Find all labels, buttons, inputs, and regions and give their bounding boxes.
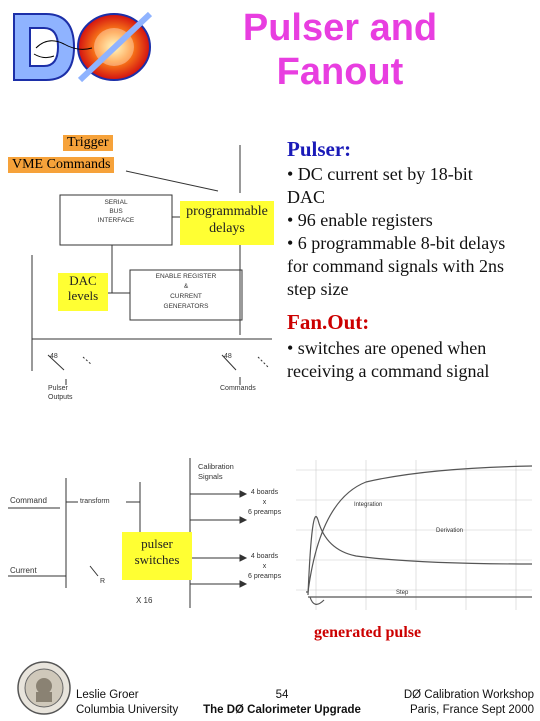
x16-label: X 16 xyxy=(136,596,153,605)
page-title: Pulser and Fanout xyxy=(200,6,480,94)
pulse-curves xyxy=(296,460,532,610)
fanout-bullet-list: • switches are opened when receiving a c… xyxy=(287,337,537,383)
page-number: 54 xyxy=(275,689,289,701)
pulser-heading: Pulser: xyxy=(287,137,352,161)
derivative-label: Derivation xyxy=(436,528,464,534)
pulser-bullet-line: • 6 programmable 8-bit delays xyxy=(287,233,506,253)
seal-icon xyxy=(17,661,71,715)
boards-bottom-label: 4 boards x 6 preamps xyxy=(248,553,282,580)
transform-label: transform xyxy=(80,498,110,505)
vme-commands-label: VME Commands xyxy=(8,157,115,173)
title-line-1: Pulser and xyxy=(242,7,438,49)
pulser-diagram-lines xyxy=(31,145,272,385)
event-place: Paris, France Sept 2000 xyxy=(409,704,534,716)
fanout-heading: Fan.Out: xyxy=(287,310,370,334)
pulser-bullet-line: DAC xyxy=(287,187,326,207)
dac-levels-box: DAC levels xyxy=(58,273,108,311)
graph-caption: generated pulse xyxy=(314,624,422,641)
calibration-signals-label: Calibration Signals xyxy=(198,462,234,481)
talk-title: The DØ Calorimeter Upgrade xyxy=(203,704,361,716)
pulser-switches-box: pulser switches xyxy=(122,532,192,580)
d0-logo xyxy=(8,8,158,86)
author-name: Leslie Groer xyxy=(76,689,139,701)
command-label: Command xyxy=(10,496,47,505)
author-institution: Columbia University xyxy=(76,704,179,716)
serial-bus-interface-box: SERIAL BUS INTERFACE xyxy=(97,199,135,224)
count-48-left: 48 xyxy=(50,353,58,360)
title-line-2: Fanout xyxy=(276,51,404,93)
enable-register-box: ENABLE REGISTER & CURRENT GENERATORS xyxy=(155,273,217,310)
university-seal xyxy=(16,660,72,716)
fanout-block-diagram: Calibration Signals Command transform 4 … xyxy=(8,458,290,610)
d0-logo-icon xyxy=(13,11,153,83)
boards-top-label: 4 boards x 6 preamps xyxy=(248,489,282,516)
current-label: Current xyxy=(10,566,37,575)
footer-center: 54 The DØ Calorimeter Upgrade xyxy=(200,688,364,718)
event-name: DØ Calibration Workshop xyxy=(403,689,534,701)
resistor-label: R xyxy=(100,578,106,585)
commands-label: Commands xyxy=(220,385,256,392)
count-48-right: 48 xyxy=(224,353,232,360)
pulser-bullet-line: for command signals with 2ns xyxy=(287,256,504,276)
pulser-bullet-line: • DC current set by 18-bit xyxy=(287,164,473,184)
pulse-graph: Integration Derivation Step xyxy=(296,460,532,610)
step-label: Step xyxy=(396,590,409,596)
pulser-bullet-line: step size xyxy=(287,279,349,299)
footer-event: DØ Calibration Workshop Paris, France Se… xyxy=(370,688,534,718)
fanout-bullet-line: receiving a command signal xyxy=(287,361,490,381)
programmable-delays-box: programmable delays xyxy=(180,201,274,245)
pulser-bullet-list: • DC current set by 18-bit DAC • 96 enab… xyxy=(287,163,537,301)
pulser-outputs-label: Pulser Outputs xyxy=(48,385,73,401)
footer-author: Leslie Groer Columbia University xyxy=(76,688,178,718)
pulser-bullet-line: • 96 enable registers xyxy=(287,210,433,230)
fanout-bullet-line: • switches are opened when xyxy=(287,338,487,358)
integration-label: Integration xyxy=(354,502,383,508)
pulser-block-diagram: Trigger VME Commands SERIAL BUS INTERFAC… xyxy=(8,135,280,403)
trigger-label: Trigger xyxy=(63,135,113,151)
